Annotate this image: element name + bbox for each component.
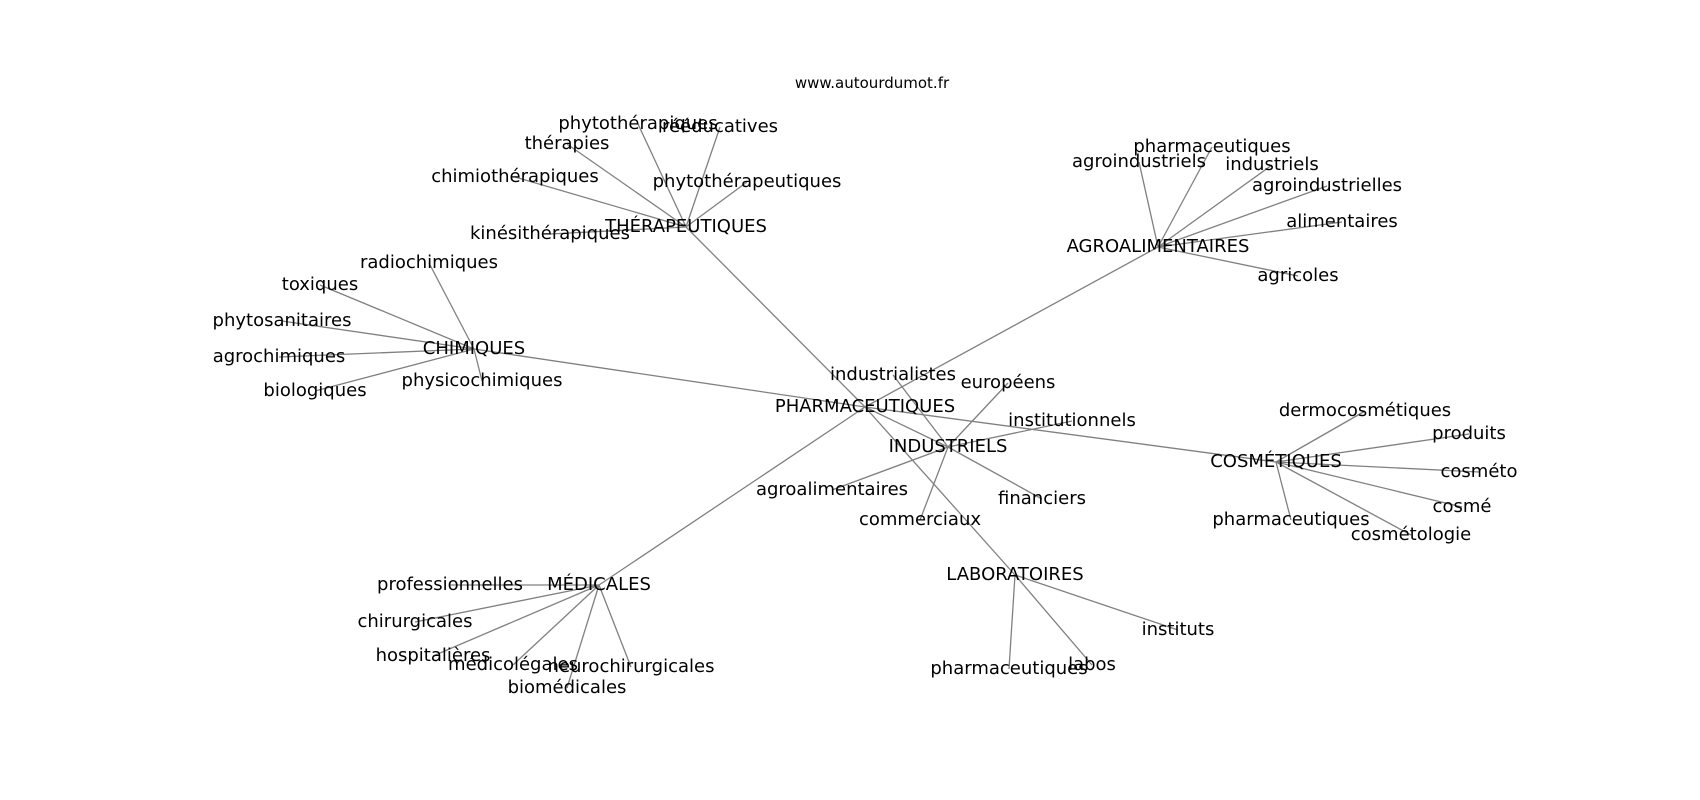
leaf-node-chirurgicales: chirurgicales (357, 611, 472, 632)
edge-agroalimentaires_hub-agroindustriels (1138, 161, 1159, 248)
leaf-node-medicolegales: médicolégales (448, 654, 578, 675)
edge-therapeutiques-reeducatives (685, 126, 721, 228)
edge-therapeutiques-kinesitherapiques (549, 226, 687, 235)
leaf-node-cos-pharmaceutiques: pharmaceutiques (1212, 509, 1369, 530)
edge-cosmetiques-produits (1275, 433, 1470, 463)
edge-chimiques-agrochimiques (278, 348, 475, 358)
edge-industriels_hub-ind_agroalimentaires (831, 446, 949, 491)
labels-layer: PHARMACEUTIQUES THÉRAPEUTIQUES AGROALIMENT… (213, 113, 1518, 698)
edge-chimiques-toxiques (319, 284, 475, 350)
leaf-node-radiochimiques: radiochimiques (360, 252, 498, 273)
edge-chimiques-biologiques (314, 348, 475, 392)
edge-cosmetiques-dermocosmetiques (1275, 410, 1366, 463)
hub-node-industriels-hub: INDUSTRIELS (889, 436, 1008, 457)
edge-cosmetiques-cosmetologie (1275, 461, 1412, 536)
leaf-node-agricoles: agricoles (1257, 265, 1338, 286)
edge-medicales-neurochirurgicales (598, 584, 632, 668)
leaf-node-alimentaires: alimentaires (1286, 211, 1398, 232)
leaf-node-commerciaux: commerciaux (859, 509, 981, 530)
leaf-node-ind-agroalimentaires: agroalimentaires (756, 479, 908, 500)
edge-medicales-chirurgicales (414, 584, 600, 623)
leaf-node-europeens: européens (961, 372, 1056, 393)
edge-cosmetiques-cos_pharmaceutiques (1275, 461, 1292, 521)
edge-medicales-biomedicales (566, 584, 600, 689)
edge-industriels_hub-institutionnels (947, 420, 1073, 448)
edge-therapeutiques-therapies (566, 143, 687, 228)
leaf-node-therapies: thérapies (525, 133, 610, 154)
leaf-node-agroindustriels: agroindustriels (1072, 151, 1206, 172)
edge-chimiques-physicochimiques (473, 348, 483, 382)
edge-laboratoires-lab_pharmaceutiques (1008, 574, 1016, 670)
leaf-node-phytosanitaires: phytosanitaires (213, 310, 352, 331)
edge-industriels_hub-commerciaux (919, 446, 949, 521)
edge-industriels_hub-financiers (947, 446, 1043, 500)
leaf-node-phytotherapiques: phytothérapiques (558, 113, 717, 134)
leaf-node-kinesitherapiques: kinésithérapiques (470, 223, 630, 244)
leaf-node-industrialistes: industrialistes (830, 364, 956, 385)
hub-node-laboratoires: LABORATOIRES (946, 564, 1083, 585)
edge-agroalimentaires_hub-agricoles (1157, 246, 1299, 277)
leaf-node-hospitalieres: hospitalières (376, 645, 491, 666)
hub-node-medicales: MÉDICALES (547, 573, 651, 595)
edge-chimiques-phytosanitaires (281, 320, 475, 350)
hub-node-pharmaceutiques-center: PHARMACEUTIQUES (775, 396, 955, 417)
leaf-node-biologiques: biologiques (263, 380, 366, 401)
edge-agroalimentaires_hub-ag_pharmaceutiques (1157, 146, 1213, 248)
edge-agroalimentaires_hub-ag_industriels (1157, 164, 1273, 248)
edge-industriels_hub-industrialistes (892, 374, 949, 448)
edge-pharmaceutiques_center-laboratoires (864, 406, 1016, 576)
edge-pharmaceutiques_center-medicales (598, 406, 866, 586)
leaf-node-chimiotherapiques: chimiothérapiques (431, 166, 599, 187)
edge-pharmaceutiques_center-chimiques (473, 348, 866, 408)
edge-pharmaceutiques_center-cosmetiques (864, 406, 1277, 463)
edge-agroalimentaires_hub-alimentaires (1157, 221, 1343, 248)
hub-node-agroalimentaires-hub: AGROALIMENTAIRES (1067, 236, 1250, 257)
hub-node-chimiques: CHIMIQUES (423, 338, 525, 359)
leaf-node-ag-pharmaceutiques: pharmaceutiques (1133, 136, 1290, 157)
leaf-node-instituts: instituts (1142, 619, 1215, 640)
leaf-node-dermocosmetiques: dermocosmétiques (1279, 400, 1451, 421)
leaf-node-lab-pharmaceutiques: pharmaceutiques (930, 658, 1087, 679)
leaf-node-neurochirurgicales: neurochirurgicales (548, 656, 715, 677)
edge-chimiques-radiochimiques (428, 262, 475, 350)
leaf-node-cosme: cosmé (1433, 496, 1492, 517)
leaf-node-cosmeto: cosméto (1441, 461, 1518, 482)
edge-medicales-hospitalieres (432, 584, 600, 657)
leaf-node-reeducatives: rééducatives (662, 116, 778, 137)
edge-pharmaceutiques_center-agroalimentaires_hub (864, 246, 1159, 408)
leaf-node-ag-industriels: industriels (1225, 154, 1319, 175)
edge-medicales-medicolegales (512, 584, 600, 666)
edges-layer (278, 123, 1480, 689)
leaf-node-agroindustrielles: agroindustrielles (1252, 175, 1402, 196)
hub-node-cosmetiques: COSMÉTIQUES (1210, 450, 1342, 472)
edge-therapeutiques-phytotherapiques (637, 123, 687, 228)
edge-laboratoires-instituts (1014, 574, 1179, 631)
edge-pharmaceutiques_center-therapeutiques (685, 226, 866, 408)
leaf-node-professionnelles: professionnelles (377, 574, 523, 595)
leaf-node-phytotherapeutiques: phytothérapeutiques (653, 171, 842, 192)
leaf-node-toxiques: toxiques (282, 274, 358, 295)
edge-therapeutiques-chimiotherapiques (514, 176, 687, 228)
edge-pharmaceutiques_center-industriels_hub (864, 406, 949, 448)
hub-node-therapeutiques: THÉRAPEUTIQUES (604, 215, 767, 237)
leaf-node-institutionnels: institutionnels (1008, 410, 1136, 431)
leaf-node-financiers: financiers (998, 488, 1086, 509)
site-url-label: www.autourdumot.fr (795, 74, 950, 92)
leaf-node-biomedicales: biomédicales (508, 677, 627, 698)
edge-therapeutiques-phytotherapeutiques (685, 181, 748, 228)
leaf-node-produits: produits (1432, 423, 1506, 444)
leaf-node-labos: labos (1068, 654, 1116, 675)
edge-cosmetiques-cosmeto (1275, 461, 1480, 473)
edge-laboratoires-labos (1014, 574, 1093, 666)
edge-cosmetiques-cosme (1275, 461, 1463, 508)
edge-agroalimentaires_hub-agroindustrielles (1157, 185, 1328, 248)
leaf-node-cosmetologie: cosmétologie (1351, 524, 1471, 545)
edge-industriels_hub-europeens (947, 382, 1009, 448)
leaf-node-physicochimiques: physicochimiques (402, 370, 563, 391)
leaf-node-agrochimiques: agrochimiques (213, 346, 346, 367)
